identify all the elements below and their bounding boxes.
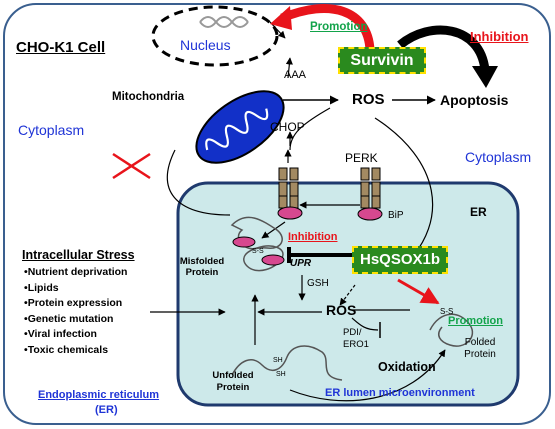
- stress-item: Lipids: [24, 281, 127, 297]
- endoplasmic-reticulum-label: Endoplasmic reticulum: [38, 389, 160, 401]
- promotion-top-label: Promotion: [310, 21, 368, 33]
- bip-right-icon: [357, 207, 383, 221]
- misfolded-protein-shape: [230, 216, 284, 272]
- cytoplasm-right-label: Cytoplasm: [465, 149, 532, 165]
- survivin-box: Survivin: [338, 47, 426, 74]
- cell-title: CHO-K1 Cell: [16, 39, 106, 56]
- stress-list: Nutrient deprivation Lipids Protein expr…: [24, 265, 128, 359]
- apoptosis-label: Apoptosis: [440, 92, 509, 108]
- bip-left-icon: [277, 206, 303, 220]
- unfolded-protein-label: Unfolded Protein: [212, 370, 254, 393]
- block-x-icon: [112, 152, 151, 180]
- stress-item: Genetic mutation: [24, 312, 127, 328]
- bip-label: BiP: [388, 210, 404, 221]
- aaa-label: AAA: [284, 69, 307, 81]
- stress-item: Viral infection: [24, 327, 127, 343]
- misfolded-protein-label: Misfolded Protein: [179, 256, 225, 278]
- sh2-label: SH: [276, 371, 286, 378]
- ros-er-label: ROS: [326, 302, 357, 318]
- perk-label: PERK: [345, 151, 378, 165]
- promotion-er-label: Promotion: [448, 315, 503, 327]
- folded-protein-label: Folded Protein: [464, 337, 496, 360]
- dna-icon: [199, 16, 249, 28]
- ros-top-label: ROS: [352, 91, 385, 108]
- unfolded-protein-shape: [231, 345, 343, 381]
- er-abbrev-label: (ER): [95, 404, 118, 416]
- mitochondria-label: Mitochondria: [112, 91, 185, 103]
- inhibition-curve: [397, 25, 490, 71]
- chop-label: CHOP: [270, 120, 305, 134]
- nucleus-label: Nucleus: [180, 37, 231, 53]
- stress-item: Toxic chemicals: [24, 343, 127, 359]
- perk-receptor-icon: [278, 167, 381, 209]
- ss-right-label: S-S: [440, 307, 454, 316]
- upr-label: UPR: [290, 258, 312, 269]
- mitochondria-icon: [195, 90, 285, 164]
- nucleus-shape: [151, 5, 279, 67]
- stress-item: Nutrient deprivation: [24, 265, 128, 281]
- inhibition-er-label: Inhibition: [288, 231, 338, 243]
- er-label: ER: [470, 205, 487, 219]
- inhibition-top-label: Inhibition: [470, 29, 529, 44]
- stress-heading: Intracellular Stress: [22, 248, 135, 262]
- folded-protein-shape: [429, 313, 474, 347]
- gsh-label: GSH: [307, 278, 329, 289]
- hsqsox1b-box: HsQSOX1b: [352, 246, 448, 274]
- pdi-label: PDI/ ERO1: [343, 327, 369, 350]
- ss-left-label: S-S: [252, 248, 264, 255]
- er-lumen-label: ER lumen microenvironment: [325, 387, 475, 399]
- stress-item: Protein expression: [24, 296, 127, 312]
- sh1-label: SH: [273, 357, 283, 364]
- cytoplasm-left-label: Cytoplasm: [18, 122, 85, 138]
- oxidation-label: Oxidation: [378, 360, 436, 374]
- promotion-curve: [280, 4, 375, 51]
